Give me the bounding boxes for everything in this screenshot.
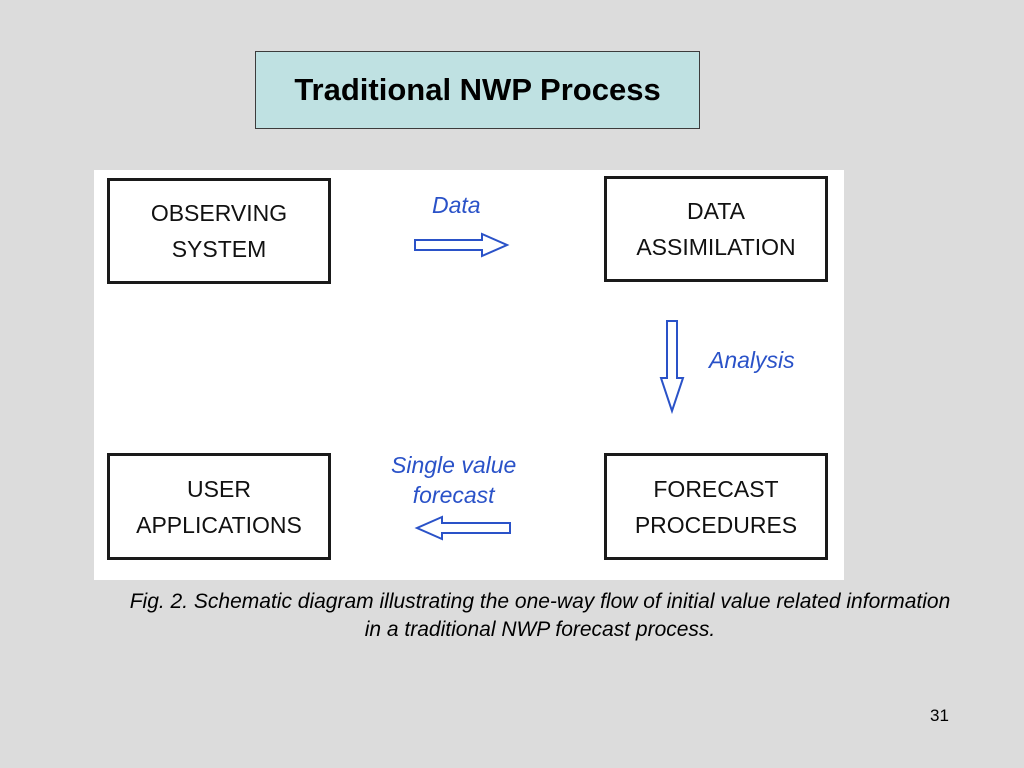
observing-system-box: OBSERVING SYSTEM — [107, 178, 331, 284]
user-applications-box: USER APPLICATIONS — [107, 453, 331, 560]
data-assimilation-box: DATA ASSIMILATION — [604, 176, 828, 282]
observing-system-label-line2: SYSTEM — [171, 236, 267, 262]
figure-caption-line1: Fig. 2. Schematic diagram illustrating t… — [129, 590, 951, 613]
data-flow-label: Data — [432, 192, 481, 218]
observing-system-label-line1: OBSERVING — [150, 200, 288, 226]
user-applications-label-line1: USER — [187, 475, 251, 502]
forecast-procedures-label-line1: FORECAST — [653, 475, 779, 502]
right-arrow-icon — [414, 232, 510, 258]
forecast-procedures-box: FORECAST PROCEDURES — [604, 453, 828, 560]
user-applications-label-line2: APPLICATIONS — [136, 511, 302, 538]
figure-caption: Fig. 2. Schematic diagram illustrating t… — [50, 588, 1024, 644]
single-value-forecast-line2: forecast — [412, 482, 495, 508]
left-arrow-icon — [414, 515, 511, 541]
forecast-procedures-label-line2: PROCEDURES — [634, 511, 798, 538]
slide-title-box: Traditional NWP Process — [255, 51, 700, 129]
data-assimilation-label-line2: ASSIMILATION — [636, 234, 796, 260]
page-number: 31 — [930, 706, 949, 725]
data-assimilation-label-line1: DATA — [687, 198, 745, 224]
down-arrow-icon — [659, 320, 685, 415]
analysis-flow-label: Analysis — [709, 347, 795, 373]
single-value-forecast-label: Single value forecast — [391, 450, 516, 510]
single-value-forecast-line1: Single value — [391, 452, 517, 478]
slide-title: Traditional NWP Process — [294, 72, 661, 107]
figure-caption-line2: in a traditional NWP forecast process. — [364, 618, 716, 641]
diagram-panel: OBSERVING SYSTEM DATA ASSIMILATION USER … — [94, 170, 844, 580]
